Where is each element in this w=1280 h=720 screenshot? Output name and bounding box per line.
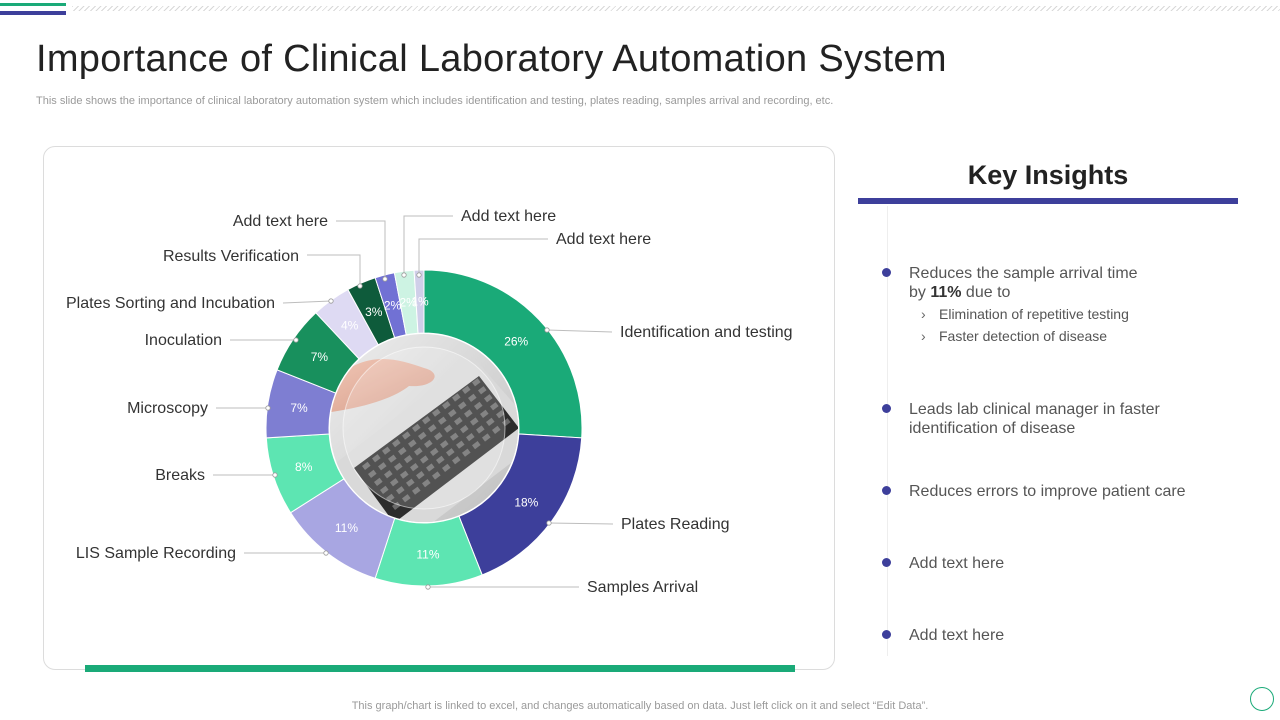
chart-card-accent-bar	[85, 665, 795, 672]
category-label: Add text here	[233, 213, 328, 230]
category-label: Identification and testing	[620, 324, 793, 341]
insights-title-rule	[858, 198, 1238, 204]
leader-line	[307, 254, 361, 286]
insight-line: identification of disease	[909, 420, 1076, 437]
bullet-icon	[882, 404, 891, 413]
insight-line-suffix: due to	[961, 284, 1011, 301]
insight-line: by 11% due to	[909, 283, 1138, 302]
leader-dot	[401, 272, 407, 278]
corner-circle-icon	[1250, 687, 1274, 711]
category-label: Samples Arrival	[587, 579, 698, 596]
leader-line	[403, 215, 453, 275]
insight-subitem-text: Faster detection of disease	[939, 328, 1108, 344]
bullet-icon	[882, 558, 891, 567]
insight-subitem: › Elimination of repetitive testing	[909, 305, 1138, 324]
leader-line	[418, 238, 548, 275]
insight-highlight: 11%	[930, 284, 962, 301]
slice-value-label: 4%	[341, 319, 359, 333]
slice-value-label: 18%	[514, 495, 538, 509]
slice-value-label: 7%	[290, 401, 308, 415]
footer-note: This graph/chart is linked to excel, and…	[351, 700, 929, 712]
leader-line	[336, 220, 386, 279]
slice-value-label: 7%	[311, 350, 329, 364]
page-subtitle: This slide shows the importance of clini…	[36, 95, 834, 107]
leader-line	[548, 522, 614, 525]
slice-value-label: 2%	[399, 295, 417, 309]
slice-value-label: 1%	[411, 295, 429, 309]
center-photo	[330, 334, 518, 522]
slice-value-label: 2%	[384, 298, 402, 312]
bullet-icon	[882, 486, 891, 495]
chevron-right-icon: ›	[921, 306, 926, 322]
insight-line: Reduces the sample arrival time	[909, 265, 1138, 282]
leader-dot	[328, 298, 334, 304]
leader-dot	[416, 272, 422, 278]
insights-title: Key Insights	[967, 160, 1129, 190]
leader-dot	[265, 405, 271, 411]
slice-value-label: 3%	[365, 305, 383, 319]
bullet-icon	[882, 630, 891, 639]
category-label: Results Verification	[163, 248, 299, 265]
insight-line-prefix: by	[909, 284, 931, 301]
category-label: Add text here	[461, 208, 556, 225]
leader-dot	[544, 327, 550, 333]
leader-dot	[357, 283, 363, 289]
slice-value-label: 11%	[335, 521, 358, 535]
donut-chart[interactable]: 26%18%11%11%8%7%7%4%3%2%2%1% Identificat…	[0, 0, 860, 700]
chevron-right-icon: ›	[921, 328, 926, 344]
leader-dot	[382, 276, 388, 282]
page-title: Importance of Clinical Laboratory Automa…	[36, 38, 947, 80]
insight-text: Add text here	[909, 555, 1005, 572]
insights-divider	[887, 206, 888, 656]
insight-line: Leads lab clinical manager in faster	[909, 401, 1160, 418]
category-label: Plates Reading	[621, 516, 730, 533]
insight-text: Reduces errors to improve patient care	[909, 483, 1186, 500]
slice-value-label: 8%	[295, 460, 313, 474]
leader-dot	[425, 584, 431, 590]
insight-subitem: › Faster detection of disease	[909, 327, 1138, 346]
top-hatch-pattern	[72, 6, 1280, 11]
insight-text: Add text here	[909, 627, 1005, 644]
leader-line	[282, 300, 332, 304]
top-stripe-green	[0, 3, 66, 6]
top-decoration	[0, 0, 1280, 16]
leader-line	[546, 329, 613, 333]
donut-slice	[413, 269, 425, 334]
leader-dot	[293, 337, 299, 343]
insight-text: Reduces the sample arrival time by 11% d…	[909, 264, 1138, 346]
category-label: Microscopy	[127, 400, 208, 417]
bullet-icon	[882, 268, 891, 277]
top-stripe-navy	[0, 11, 66, 15]
slice-value-label: 11%	[416, 547, 439, 561]
category-label: Inoculation	[145, 332, 222, 349]
leader-dot	[546, 520, 552, 526]
leader-dot	[272, 472, 278, 478]
slice-value-label: 26%	[504, 334, 528, 348]
insight-text: Leads lab clinical manager in faster ide…	[909, 400, 1160, 438]
category-label: Plates Sorting and Incubation	[66, 295, 275, 312]
category-label: Add text here	[556, 231, 651, 248]
category-label: LIS Sample Recording	[76, 545, 236, 562]
leader-dot	[323, 550, 329, 556]
insight-subitem-text: Elimination of repetitive testing	[939, 306, 1129, 322]
donut-slice	[423, 269, 583, 439]
category-label: Breaks	[155, 467, 205, 484]
